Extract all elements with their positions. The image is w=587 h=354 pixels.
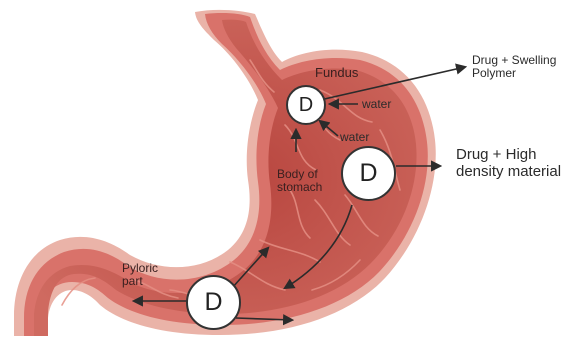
drug-high-density-label: Drug + High density material [456, 146, 561, 180]
fundus-label: Fundus [315, 66, 358, 79]
body-of-stomach-label: Body of stomach [277, 168, 322, 194]
fundus-pill: D [286, 85, 326, 125]
drug-swelling-polymer-label: Drug + Swelling Polymer [472, 54, 556, 80]
pyloric-part-label: Pyloric part [122, 262, 158, 288]
water-label-1: water [362, 98, 391, 111]
pyloric-pill: D [186, 275, 241, 330]
body-pill: D [341, 146, 396, 201]
water-label-2: water [340, 131, 369, 144]
body-pill-letter: D [359, 159, 377, 188]
fundus-pill-letter: D [299, 94, 313, 117]
pyloric-pill-letter: D [204, 288, 222, 317]
